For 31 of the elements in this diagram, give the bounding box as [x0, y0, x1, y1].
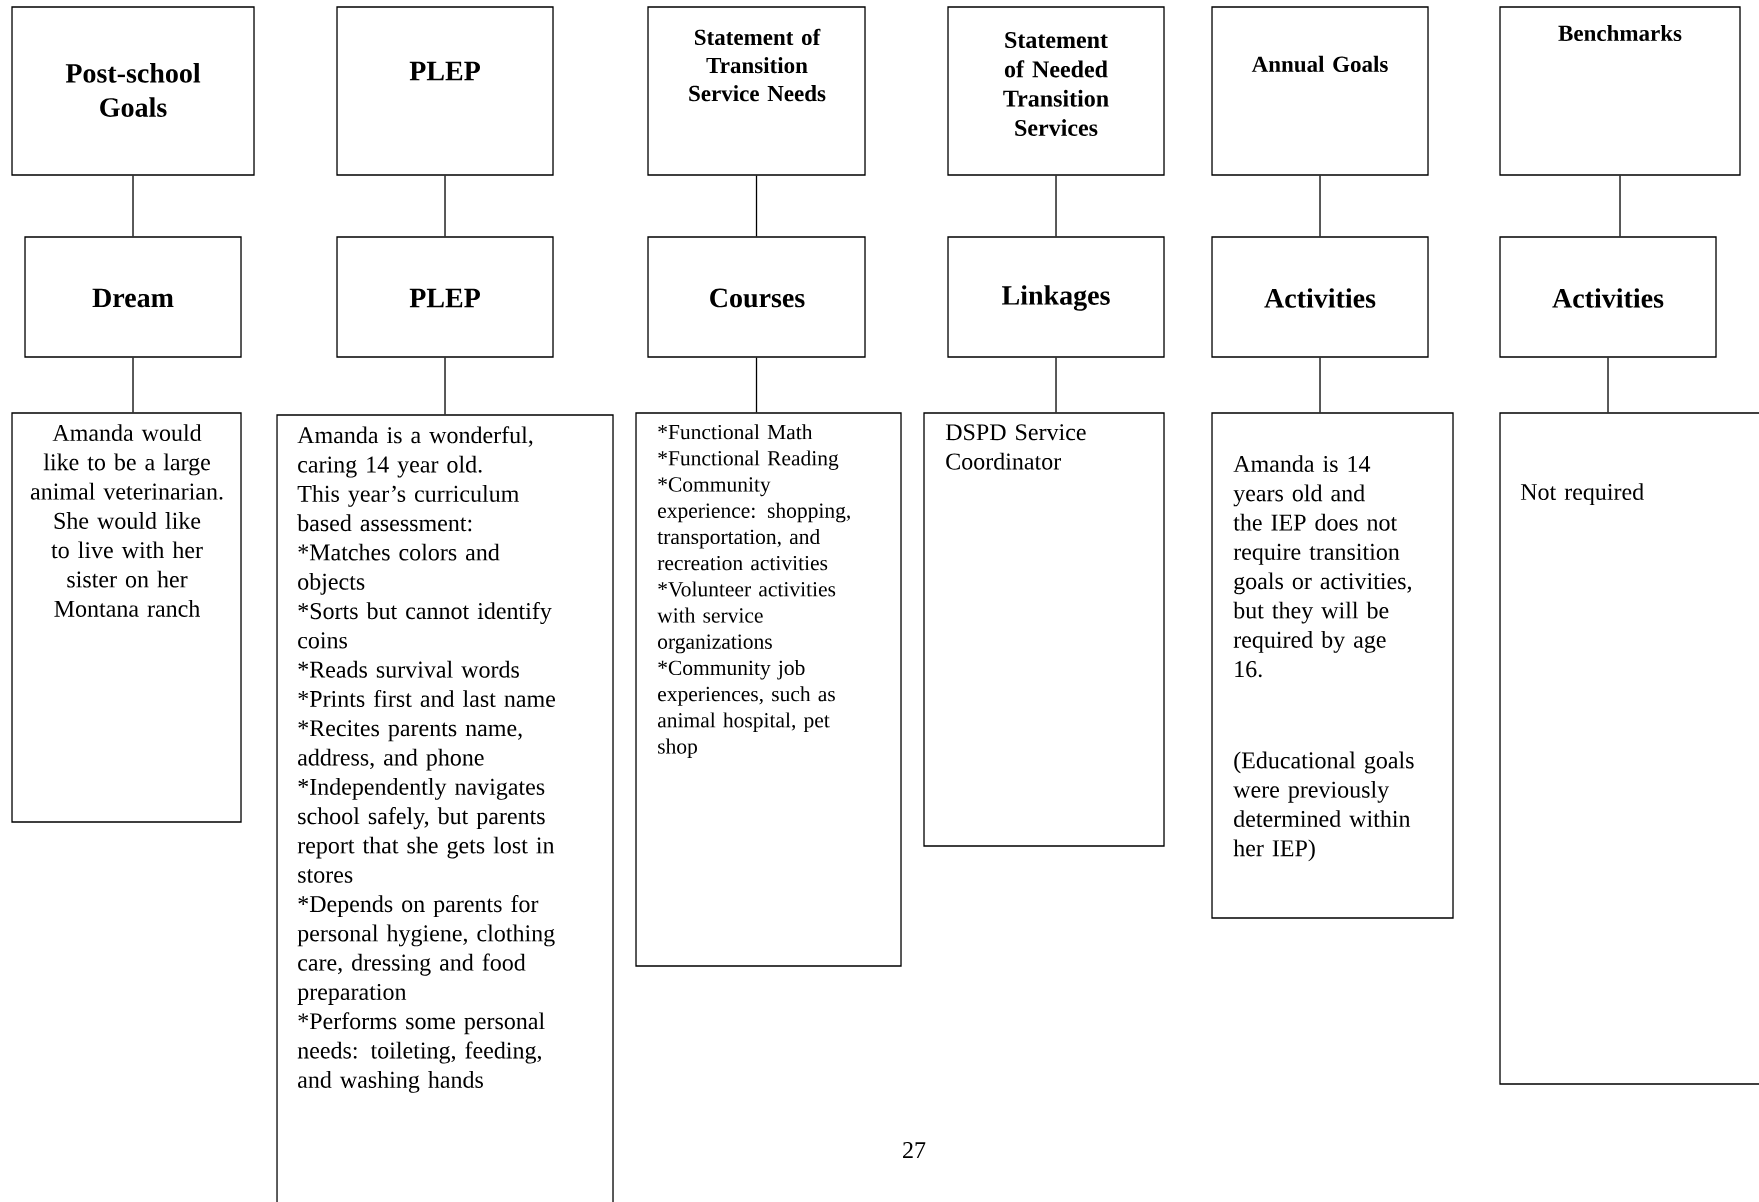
connector-line [1619, 175, 1621, 237]
connector-line [1055, 357, 1057, 413]
connector-line [1055, 175, 1057, 237]
heading-box: Benchmarks [1499, 6, 1741, 176]
heading-box: Statement of Needed Transition Services [947, 6, 1165, 176]
category-box: PLEP [336, 236, 554, 358]
category-box: Courses [647, 236, 866, 358]
content-box: Amanda would like to be a large animal veterinarian. She would like to live with her sister on her Montana ranch [11, 412, 242, 823]
connector-line [1319, 357, 1321, 413]
connector-line [1607, 357, 1609, 413]
heading-box: Statement of Transition Service Needs [647, 6, 866, 176]
category-box: Activities [1499, 236, 1717, 358]
connector-line [132, 357, 134, 413]
page-number: 27 [903, 1142, 926, 1158]
connector-line [755, 357, 758, 413]
heading-box: PLEP [336, 6, 554, 176]
connector-line [444, 357, 446, 415]
content-box: DSPD Service Coordinator [923, 412, 1165, 847]
connector-line [132, 175, 134, 237]
content-box: Not required [1499, 412, 1759, 1085]
connector-line [444, 175, 446, 237]
content-box: Amanda is a wonderful, caring 14 year old. This year’s curriculum based assessment: *Matches colors and objects *Sorts but cannot identify coins *Reads survival words *Prints first and last name *Recites parents name, address, and phone *Independently navigates school safely, but parents report that she gets lost in stores *Depends on parents for personal hygiene, clothing care, dressing and food preparation *Performs some personal needs: toileting, feeding, and washing hands [276, 414, 614, 1202]
connector-line [755, 175, 758, 237]
category-box: Linkages [947, 236, 1165, 358]
heading-box: Annual Goals [1211, 6, 1429, 176]
content-box: *Functional Math *Functional Reading *Community experience: shopping, transportation, and recreation activities *Volunteer activities with service organizations *Community job experiences, such as animal hospital, pet shop [635, 412, 902, 967]
content-box: Amanda is 14 years old and the IEP does not require transition goals or activities, but they will be required by age 16. (Educational goals were previously determined within her IEP) [1211, 412, 1454, 919]
heading-box: Post-school Goals [11, 6, 255, 176]
connector-line [1319, 175, 1321, 237]
category-box: Dream [24, 236, 242, 358]
category-box: Activities [1211, 236, 1429, 358]
